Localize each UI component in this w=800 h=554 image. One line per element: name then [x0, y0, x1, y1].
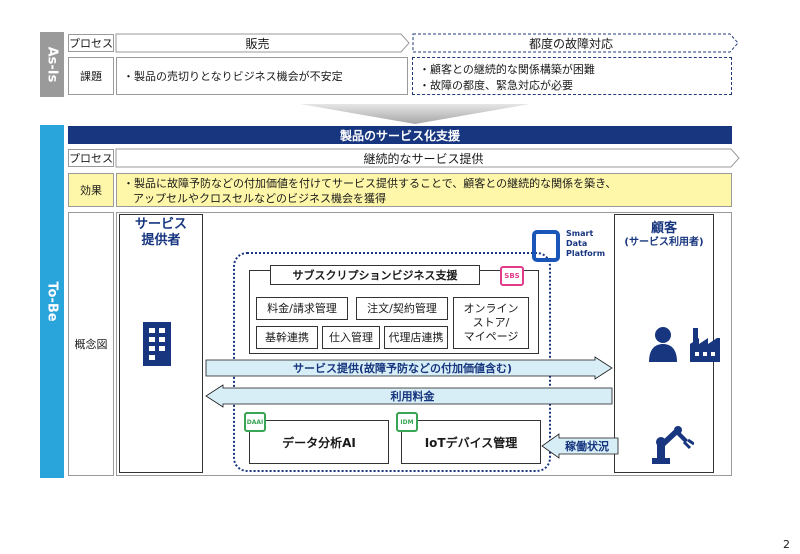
usage-fee-arrow	[205, 384, 613, 408]
concept-area	[116, 212, 732, 476]
as-is-sales-arrow	[115, 33, 410, 53]
page-number: 2	[783, 538, 790, 551]
idm-badge: IDM	[396, 412, 418, 432]
to-be-band: To-Be	[40, 125, 64, 478]
operation-status-text: 稼働状況	[565, 440, 609, 453]
as-is-issue-label: 課題	[68, 57, 114, 95]
person-icon	[649, 327, 677, 362]
customer-subtitle: (サービス利用者)	[624, 237, 704, 248]
as-is-issue-right-1: ・顧客との継続的な関係構築が困難	[419, 63, 595, 76]
daai-badge: DAAI	[244, 412, 266, 432]
iot-box: IoTデバイス管理	[401, 420, 541, 464]
to-be-effect-text: ・製品に故障予防などの付加価値を付けてサービス提供することで、顧客との継続的な関…	[116, 173, 732, 207]
to-be-process-arrow	[115, 148, 740, 168]
operation-status-arrow	[541, 433, 619, 459]
to-be-effect-label: 効果	[68, 173, 114, 207]
provider-box	[119, 214, 203, 473]
as-is-issue-right: ・顧客との継続的な関係構築が困難 ・故障の都度、緊急対応が必要	[412, 57, 732, 95]
as-is-issue-right-2: ・故障の都度、緊急対応が必要	[419, 79, 573, 92]
to-be-effect-line-1: ・製品に故障予防などの付加価値を付けてサービス提供することで、顧客との継続的な関…	[123, 177, 617, 190]
to-be-process-text: 継続的なサービス提供	[363, 151, 484, 166]
module-purchase: 仕入管理	[322, 326, 380, 349]
sdp-logo-text: Smart Data Platform	[566, 229, 606, 258]
usage-fee-text: 利用料金	[390, 390, 435, 403]
provider-title: サービス 提供者	[134, 217, 187, 248]
building-icon	[143, 322, 171, 366]
as-is-issue-left: ・製品の売切りとなりビジネス機会が不安定	[116, 57, 408, 95]
as-is-process-label: プロセス	[68, 34, 114, 52]
sdp-logo-icon	[532, 230, 560, 262]
as-is-ondemand-arrow	[412, 33, 739, 53]
module-core: 基幹連携	[256, 326, 318, 349]
sbs-title: サブスクリプションビジネス支援	[270, 265, 480, 285]
module-billing: 料金/請求管理	[256, 297, 348, 320]
service-flow-arrow	[205, 356, 613, 380]
data-ai-box: データ分析AI	[249, 420, 389, 464]
module-order: 注文/契約管理	[356, 297, 448, 320]
transition-chevron	[300, 104, 530, 124]
service-flow-text: サービス提供(故障予防などの付加価値含む)	[292, 362, 513, 375]
factory-icon	[690, 328, 720, 362]
sbs-badge: SBS	[500, 266, 524, 286]
as-is-band: As-Is	[40, 32, 64, 97]
to-be-effect-line-2: アップセルやクロスセルなどのビジネス機会を獲得	[133, 192, 386, 205]
robot-arm-icon	[652, 426, 694, 464]
module-online-store: オンライン ストア/ マイページ	[453, 297, 529, 349]
to-be-title: 製品のサービス化支援	[68, 126, 732, 144]
as-is-sales-text: 販売	[245, 36, 270, 51]
module-agency: 代理店連携	[384, 326, 448, 349]
concept-label: 概念図	[68, 212, 114, 476]
to-be-process-label: プロセス	[68, 149, 114, 167]
as-is-ondemand-text: 都度の故障対応	[528, 36, 613, 51]
customer-title: 顧客	[650, 221, 677, 236]
